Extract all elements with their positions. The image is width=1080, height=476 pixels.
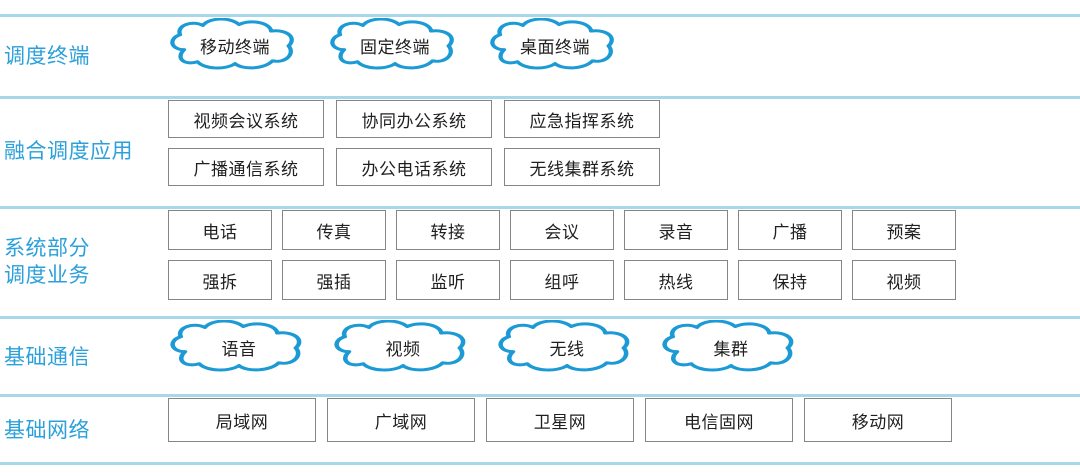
node-box[interactable]: 协同办公系统 (336, 100, 492, 138)
node-box-label: 保持 (772, 272, 808, 292)
node-box-label: 强插 (316, 272, 352, 292)
layer-applications: 融合调度应用 视频会议系统 协同办公系统 应急指挥系统 广播通信系统 办公电话系统 无线… (0, 100, 1080, 204)
layer-label-basic-communication: 基础通信 (4, 345, 90, 369)
node-box-label: 局域网 (215, 412, 269, 432)
node-box[interactable]: 热线 (624, 260, 728, 300)
cloud-shape-icon (170, 320, 302, 372)
node-box-label: 监听 (430, 272, 466, 292)
node-box[interactable]: 视频会议系统 (168, 100, 324, 138)
node-box[interactable]: 保持 (738, 260, 842, 300)
node-box-label: 电话 (202, 222, 238, 242)
node-row: 电话 传真 转接 会议 录音 广播 预案 (160, 210, 1080, 250)
node-row: 语音 视频 无线 集群 (160, 320, 1080, 374)
layer-body-basic-communication: 语音 视频 无线 集群 (160, 320, 1080, 396)
cloud-shape-icon (170, 18, 294, 70)
node-box-label: 广播 (772, 222, 808, 242)
cloud-node[interactable]: 语音 (168, 320, 310, 374)
layer-body-terminal: 移动终端 固定终端 桌面终端 (160, 18, 1080, 96)
node-box[interactable]: 会议 (510, 210, 614, 250)
node-box[interactable]: 视频 (852, 260, 956, 300)
node-box-label: 录音 (658, 222, 694, 242)
node-box[interactable]: 传真 (282, 210, 386, 250)
node-box-label: 预案 (886, 222, 922, 242)
cloud-node-label: 语音 (221, 339, 257, 359)
node-box-label: 组呼 (544, 272, 580, 292)
divider-rule-3 (0, 316, 1080, 319)
node-box-label: 会议 (544, 222, 580, 242)
node-box[interactable]: 强插 (282, 260, 386, 300)
node-box[interactable]: 广播 (738, 210, 842, 250)
node-box-label: 应急指挥系统 (529, 111, 635, 131)
node-box-label: 热线 (658, 272, 694, 292)
node-box[interactable]: 强拆 (168, 260, 272, 300)
node-row: 移动终端 固定终端 桌面终端 (160, 18, 1080, 72)
cloud-node-label: 集群 (713, 339, 749, 359)
cloud-node-label: 视频 (385, 339, 421, 359)
divider-rule-1 (0, 96, 1080, 99)
node-box[interactable]: 组呼 (510, 260, 614, 300)
node-box[interactable]: 电话 (168, 210, 272, 250)
node-box-label: 传真 (316, 222, 352, 242)
divider-rule-top (0, 14, 1080, 17)
node-box[interactable]: 广域网 (327, 398, 475, 442)
cloud-shape-icon (330, 18, 454, 70)
layer-body-applications: 视频会议系统 协同办公系统 应急指挥系统 广播通信系统 办公电话系统 无线集群系统 (160, 100, 1080, 204)
node-box-label: 视频 (886, 272, 922, 292)
node-box[interactable]: 预案 (852, 210, 956, 250)
node-box-label: 无线集群系统 (529, 159, 635, 179)
cloud-node[interactable]: 移动终端 (168, 18, 302, 72)
node-row: 局域网 广域网 卫星网 电信固网 移动网 (160, 398, 1080, 442)
node-box[interactable]: 电信固网 (645, 398, 793, 442)
node-box[interactable]: 办公电话系统 (336, 148, 492, 186)
node-box-label: 协同办公系统 (361, 111, 467, 131)
node-box-label: 广域网 (374, 412, 428, 432)
cloud-node-label: 固定终端 (360, 37, 430, 57)
layer-body-dispatch-services: 电话 传真 转接 会议 录音 广播 预案 强拆 强插 监听 组呼 热线 保持 视频 (160, 210, 1080, 316)
divider-rule-2 (0, 206, 1080, 209)
node-box[interactable]: 监听 (396, 260, 500, 300)
node-box-label: 卫星网 (533, 412, 587, 432)
divider-rule-bottom (0, 462, 1080, 465)
node-box-label: 办公电话系统 (361, 159, 467, 179)
node-box[interactable]: 移动网 (804, 398, 952, 442)
cloud-node[interactable]: 桌面终端 (488, 18, 622, 72)
cloud-shape-icon (662, 320, 794, 372)
cloud-shape-icon (490, 18, 614, 70)
node-box[interactable]: 录音 (624, 210, 728, 250)
cloud-node[interactable]: 无线 (496, 320, 638, 374)
layer-basic-communication: 基础通信 语音 视频 无线 集群 (0, 320, 1080, 396)
layer-label-dispatch-services: 系统部分 调度业务 (4, 237, 90, 287)
node-box-label: 电信固网 (684, 412, 754, 432)
layer-label-applications: 融合调度应用 (4, 139, 133, 163)
layer-terminal: 调度终端 移动终端 固定终端 桌面终端 (0, 18, 1080, 96)
layer-label-terminal: 调度终端 (4, 44, 90, 68)
node-box[interactable]: 转接 (396, 210, 500, 250)
divider-rule-4 (0, 394, 1080, 397)
node-box-label: 移动网 (851, 412, 905, 432)
layer-body-basic-network: 局域网 广域网 卫星网 电信固网 移动网 (160, 398, 1080, 464)
cloud-node-label: 无线 (549, 339, 585, 359)
node-box[interactable]: 局域网 (168, 398, 316, 442)
node-box[interactable]: 无线集群系统 (504, 148, 660, 186)
cloud-node-label: 移动终端 (200, 37, 270, 57)
node-box-label: 视频会议系统 (193, 111, 299, 131)
cloud-shape-icon (498, 320, 630, 372)
node-box-label: 广播通信系统 (193, 159, 299, 179)
node-row: 强拆 强插 监听 组呼 热线 保持 视频 (160, 260, 1080, 300)
cloud-node[interactable]: 固定终端 (328, 18, 462, 72)
cloud-node[interactable]: 视频 (332, 320, 474, 374)
cloud-shape-icon (334, 320, 466, 372)
node-row: 广播通信系统 办公电话系统 无线集群系统 (160, 148, 1080, 186)
layer-basic-network: 基础网络 局域网 广域网 卫星网 电信固网 移动网 (0, 398, 1080, 464)
node-box-label: 转接 (430, 222, 466, 242)
node-box-label: 强拆 (202, 272, 238, 292)
node-row: 视频会议系统 协同办公系统 应急指挥系统 (160, 100, 1080, 138)
node-box[interactable]: 广播通信系统 (168, 148, 324, 186)
node-box[interactable]: 应急指挥系统 (504, 100, 660, 138)
cloud-node[interactable]: 集群 (660, 320, 802, 374)
node-box[interactable]: 卫星网 (486, 398, 634, 442)
layer-label-basic-network: 基础网络 (4, 418, 90, 442)
cloud-node-label: 桌面终端 (520, 37, 590, 57)
layer-dispatch-services: 系统部分 调度业务 电话 传真 转接 会议 录音 广播 预案 强拆 强插 监听 组呼 热线 保持 视频 (0, 210, 1080, 316)
